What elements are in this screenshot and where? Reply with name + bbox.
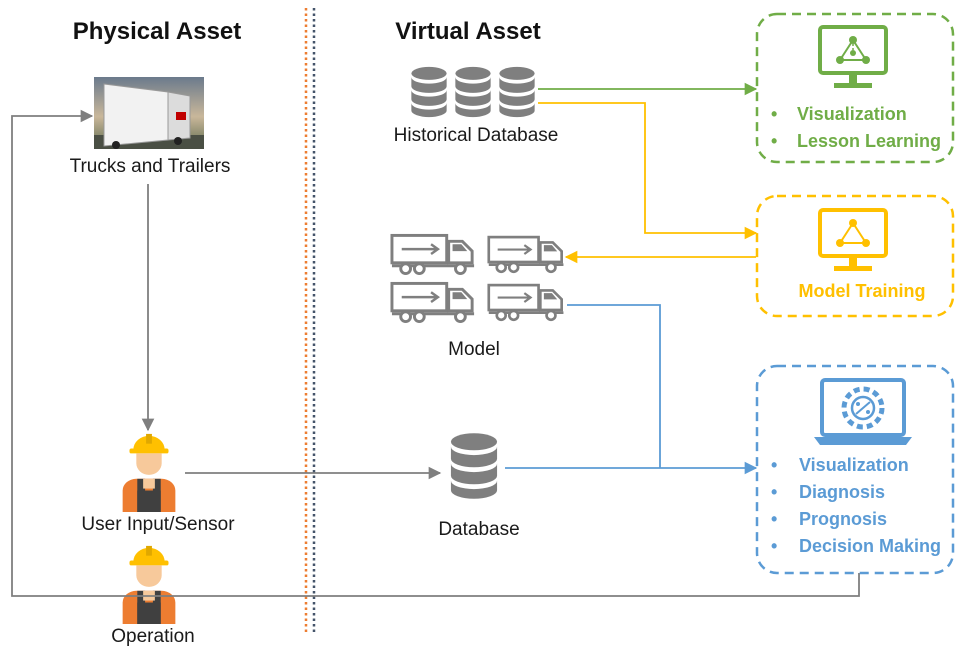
database-icon xyxy=(450,433,498,499)
physical-asset-heading: Physical Asset xyxy=(73,18,242,45)
user-input-worker-icon xyxy=(122,433,176,512)
database-label: Database xyxy=(438,519,519,540)
historical-database-label: Historical Database xyxy=(394,125,559,146)
blue-item-1: Diagnosis xyxy=(799,482,885,502)
svg-text:•: • xyxy=(771,104,777,124)
blue-item-3: Decision Making xyxy=(799,536,941,556)
truck-photo xyxy=(94,77,204,149)
model-trucks-icon xyxy=(390,233,565,324)
model-label: Model xyxy=(448,339,500,360)
arrow-history-to-training xyxy=(538,102,758,240)
svg-text:•: • xyxy=(771,482,777,502)
green-item-0: Visualization xyxy=(797,104,907,124)
blue-output-box: • Visualization • Diagnosis • Prognosis … xyxy=(755,364,955,575)
laptop-gear-icon xyxy=(814,378,912,445)
operation-worker-icon xyxy=(122,545,176,624)
virtual-asset-heading: Virtual Asset xyxy=(395,18,540,45)
arrow-operation-loop xyxy=(11,109,860,597)
arrow-model-to-analysis xyxy=(567,304,661,468)
operation-label: Operation xyxy=(111,626,194,647)
svg-text:•: • xyxy=(771,536,777,556)
user-input-sensor-label: User Input/Sensor xyxy=(81,514,235,535)
blue-item-2: Prognosis xyxy=(799,509,887,529)
model-training-label: Model Training xyxy=(798,281,925,301)
trucks-and-trailers-label: Trucks and Trailers xyxy=(70,156,231,177)
svg-text:•: • xyxy=(771,455,777,475)
svg-text:•: • xyxy=(771,509,777,529)
monitor-network-icon-green xyxy=(818,25,888,88)
green-output-box: • Visualization • Lesson Learning xyxy=(755,12,955,164)
historical-database-icon xyxy=(411,66,535,118)
blue-item-0: Visualization xyxy=(799,455,909,475)
svg-text:•: • xyxy=(771,131,777,151)
green-item-1: Lesson Learning xyxy=(797,131,941,151)
yellow-output-box: Model Training xyxy=(755,194,955,318)
monitor-network-icon-yellow xyxy=(818,208,888,271)
